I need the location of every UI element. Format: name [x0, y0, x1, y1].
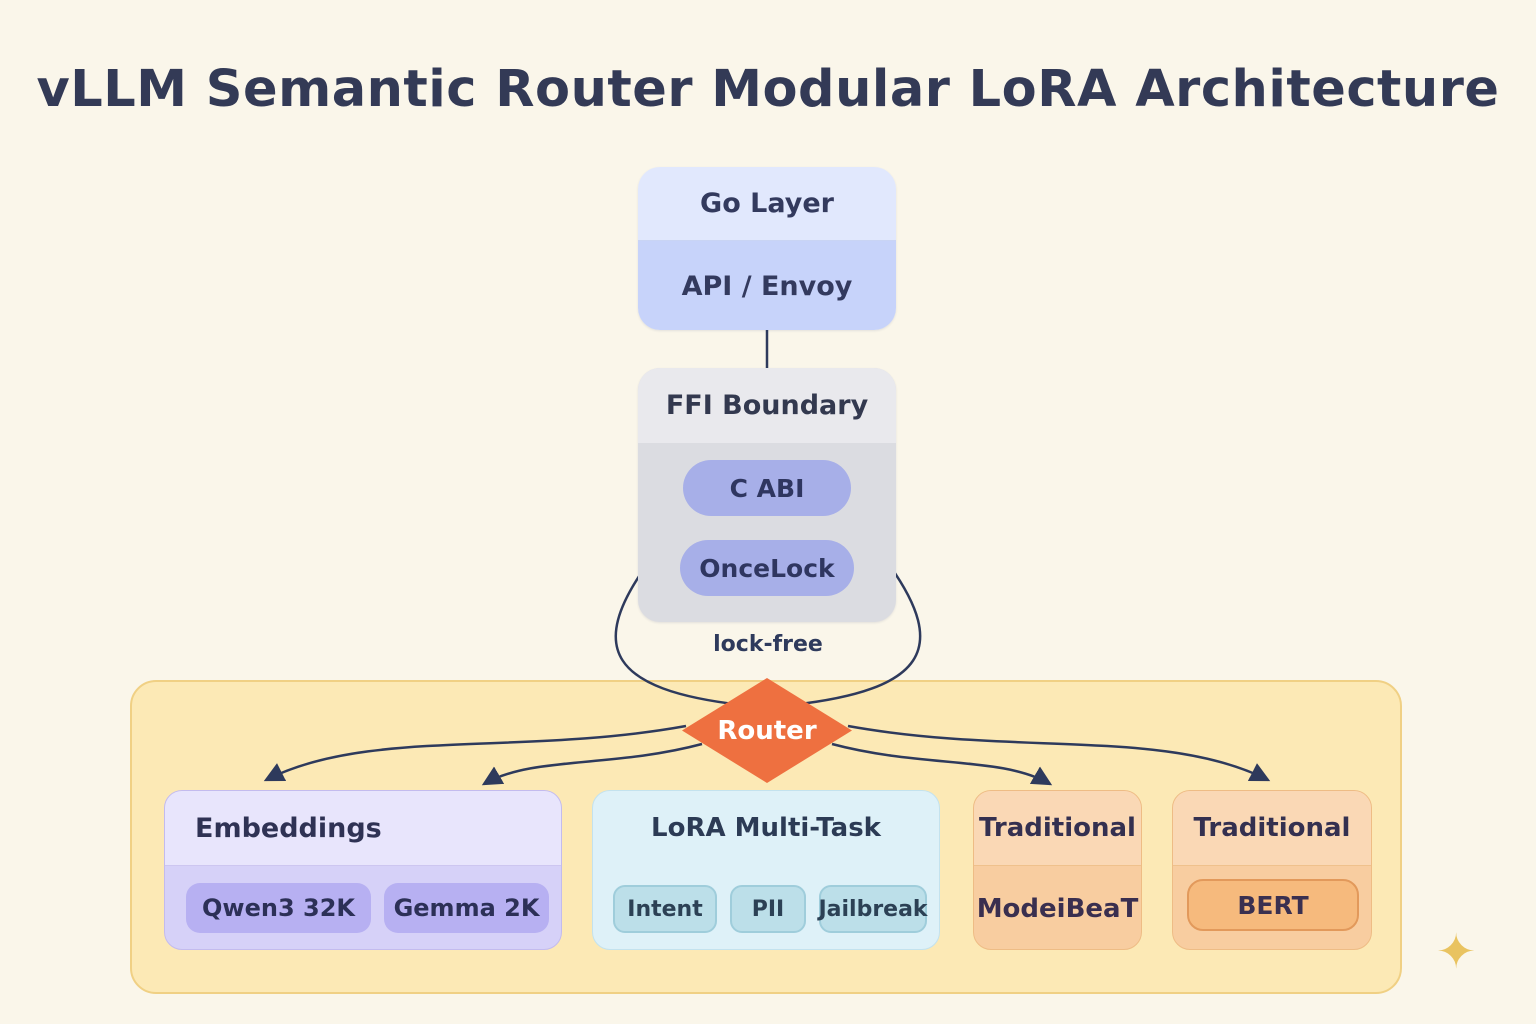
embeddings-title: Embeddings — [165, 791, 561, 866]
qwen3-pill: Qwen3 32K — [186, 883, 371, 933]
traditional1-title: Traditional — [974, 791, 1141, 866]
jailbreak-pill: Jailbreak — [818, 885, 928, 933]
api-envoy-label: API / Envoy — [638, 241, 896, 330]
oncelock-pill: OnceLock — [680, 540, 854, 596]
router-label: Router — [717, 715, 817, 746]
lora-multitask-title: LoRA Multi-Task — [651, 813, 881, 843]
ffi-boundary-box: FFI Boundary C ABI OnceLock — [638, 368, 896, 622]
go-layer-title: Go Layer — [638, 167, 896, 241]
embeddings-box: Embeddings Qwen3 32K Gemma 2K — [164, 790, 562, 950]
traditional1-model-label: ModeiBeaT — [976, 894, 1139, 924]
sparkle-icon: ✦ — [1436, 924, 1477, 980]
traditional-modernbert-box: Traditional ModeiBeaT — [973, 790, 1142, 950]
lock-free-label: lock-free — [713, 632, 823, 657]
go-layer-box: Go Layer API / Envoy — [638, 167, 896, 330]
traditional-bert-box: Traditional BERT — [1172, 790, 1372, 950]
traditional2-title: Traditional — [1173, 791, 1371, 866]
lora-multitask-box: LoRA Multi-Task Intent PII Jailbreak — [592, 790, 940, 950]
bert-pill: BERT — [1187, 879, 1359, 931]
pii-pill: PII — [730, 885, 806, 933]
diagram-title: vLLM Semantic Router Modular LoRA Archit… — [36, 60, 1500, 119]
ffi-boundary-title: FFI Boundary — [638, 368, 896, 443]
intent-pill: Intent — [613, 885, 717, 933]
gemma-pill: Gemma 2K — [384, 883, 549, 933]
c-abi-pill: C ABI — [683, 460, 851, 516]
